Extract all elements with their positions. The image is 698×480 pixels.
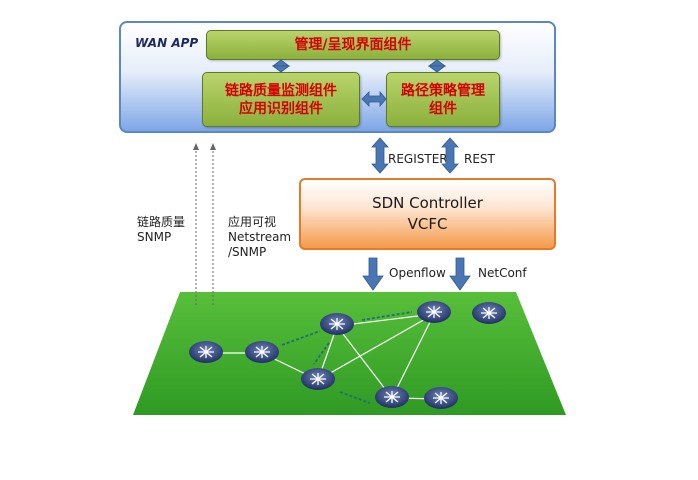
mgmt-component-box: 管理/呈现界面组件 xyxy=(206,30,500,60)
path-policy-component-label-1: 路径策略管理 xyxy=(401,82,485,99)
traffic-flows xyxy=(281,311,413,404)
openflow-label: Openflow xyxy=(389,266,446,280)
router-6 xyxy=(472,302,506,324)
netconf-label: NetConf xyxy=(478,266,527,280)
router-5 xyxy=(417,301,451,323)
wan-app-label: WAN APP xyxy=(135,36,199,50)
netstream-text: Netstream xyxy=(228,230,292,244)
link-quality-component-label-1: 链路质量监测组件 xyxy=(225,82,337,99)
sdn-controller-box: SDN Controller VCFC xyxy=(299,178,556,250)
arrowhead-2 xyxy=(210,143,216,150)
link-quality-snmp-label: 链路质量 SNMP xyxy=(137,215,185,245)
register-label: REGISTER xyxy=(388,152,448,166)
path-policy-component-label-2: 组件 xyxy=(429,100,457,117)
link-quality-snmp-text: SNMP xyxy=(137,230,172,244)
router-4 xyxy=(301,368,335,390)
path-policy-component-box: 路径策略管理 组件 xyxy=(386,72,500,127)
mgmt-component-label: 管理/呈现界面组件 xyxy=(294,37,412,53)
controller-api-arrows xyxy=(362,137,471,291)
router-7 xyxy=(375,386,409,408)
router-3 xyxy=(320,313,354,335)
router-1 xyxy=(189,341,223,363)
link-quality-component-label-2: 应用识别组件 xyxy=(239,100,323,117)
link-quality-component-box: 链路质量监测组件 应用识别组件 xyxy=(202,72,360,127)
snmp-upward-arrows xyxy=(195,148,214,305)
rest-label: REST xyxy=(464,152,495,166)
controller-subtitle: VCFC xyxy=(407,215,448,233)
snmp-text: /SNMP xyxy=(228,245,267,259)
network-plane xyxy=(133,292,566,415)
internal-block-arrows xyxy=(271,59,447,108)
app-visibility-text: 应用可视 xyxy=(228,215,277,229)
router-8 xyxy=(424,387,458,409)
arrowhead-1 xyxy=(193,143,199,150)
controller-title: SDN Controller xyxy=(372,194,483,212)
router-2 xyxy=(245,341,279,363)
link-quality-text: 链路质量 xyxy=(137,215,186,229)
app-visibility-label: 应用可视 Netstream /SNMP xyxy=(228,215,291,260)
network-links xyxy=(206,313,442,400)
